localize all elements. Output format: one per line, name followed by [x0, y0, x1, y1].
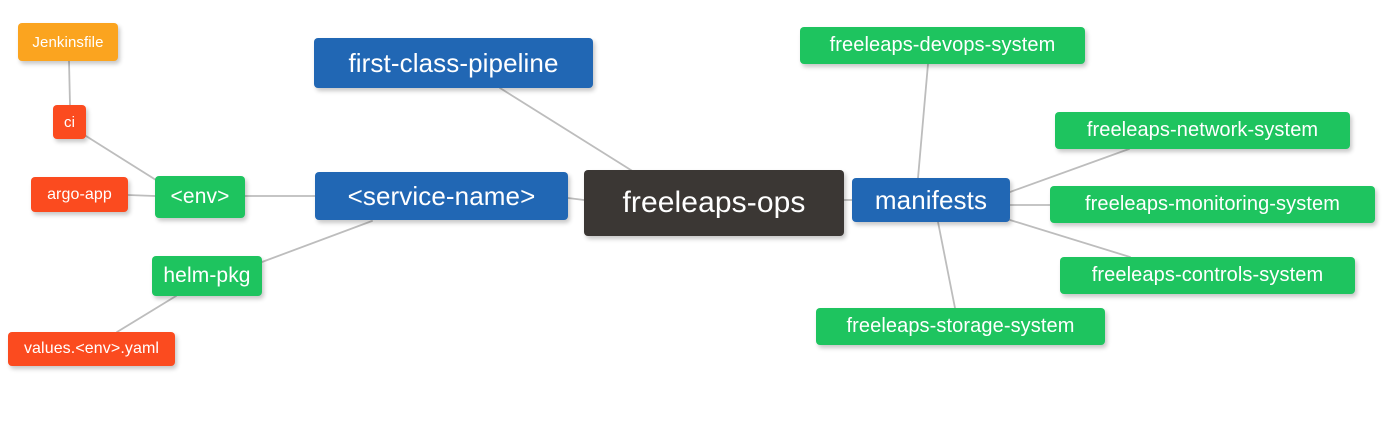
node-helm-pkg[interactable]: helm-pkg: [152, 256, 262, 296]
edge-pipeline-freeleapsops: [499, 87, 635, 173]
node-jenkinsfile[interactable]: Jenkinsfile: [18, 23, 118, 61]
edge-manifests-devops: [917, 63, 929, 179]
node-service-name[interactable]: <service-name>: [315, 172, 568, 220]
node-label: <env>: [170, 185, 230, 208]
node-label: freeleaps-network-system: [1086, 119, 1319, 141]
node-ci[interactable]: ci: [53, 105, 86, 139]
edge-manifests-controls: [1009, 219, 1131, 258]
node-label: freeleaps-monitoring-system: [1084, 193, 1340, 215]
node-freeleaps-controls-system[interactable]: freeleaps-controls-system: [1060, 257, 1355, 294]
node-label: <service-name>: [347, 180, 536, 211]
edge-valuesyaml-helmpkg: [116, 295, 177, 333]
edge-manifests-storage: [937, 221, 956, 309]
node-env[interactable]: <env>: [155, 176, 245, 218]
node-manifests[interactable]: manifests: [852, 178, 1010, 222]
node-label: first-class-pipeline: [348, 47, 559, 78]
node-label: freeleaps-devops-system: [829, 34, 1056, 56]
node-label: values.<env>.yaml: [23, 340, 160, 357]
node-label: freeleaps-controls-system: [1091, 264, 1324, 286]
node-freeleaps-devops-system[interactable]: freeleaps-devops-system: [800, 27, 1085, 64]
node-freeleaps-monitoring-system[interactable]: freeleaps-monitoring-system: [1050, 186, 1375, 223]
node-freeleaps-ops[interactable]: freeleaps-ops: [584, 170, 844, 236]
edge-servicename-freeleapsops: [567, 197, 585, 201]
node-first-class-pipeline[interactable]: first-class-pipeline: [314, 38, 593, 88]
node-label: freeleaps-storage-system: [846, 315, 1075, 337]
edge-ci-env: [85, 135, 157, 181]
node-freeleaps-storage-system[interactable]: freeleaps-storage-system: [816, 308, 1105, 345]
node-label: helm-pkg: [163, 264, 251, 287]
edge-jenkinsfile-ci: [68, 60, 71, 106]
edge-helmpkg-servicename: [261, 220, 373, 263]
edge-argoapp-env: [127, 194, 156, 197]
node-label: Jenkinsfile: [32, 33, 104, 51]
node-values-yaml[interactable]: values.<env>.yaml: [8, 332, 175, 366]
node-freeleaps-network-system[interactable]: freeleaps-network-system: [1055, 112, 1350, 149]
node-label: freeleaps-ops: [622, 186, 806, 219]
node-label: manifests: [874, 184, 988, 215]
node-label: ci: [63, 113, 76, 131]
node-label: argo-app: [47, 185, 112, 203]
node-argo-app[interactable]: argo-app: [31, 177, 128, 212]
